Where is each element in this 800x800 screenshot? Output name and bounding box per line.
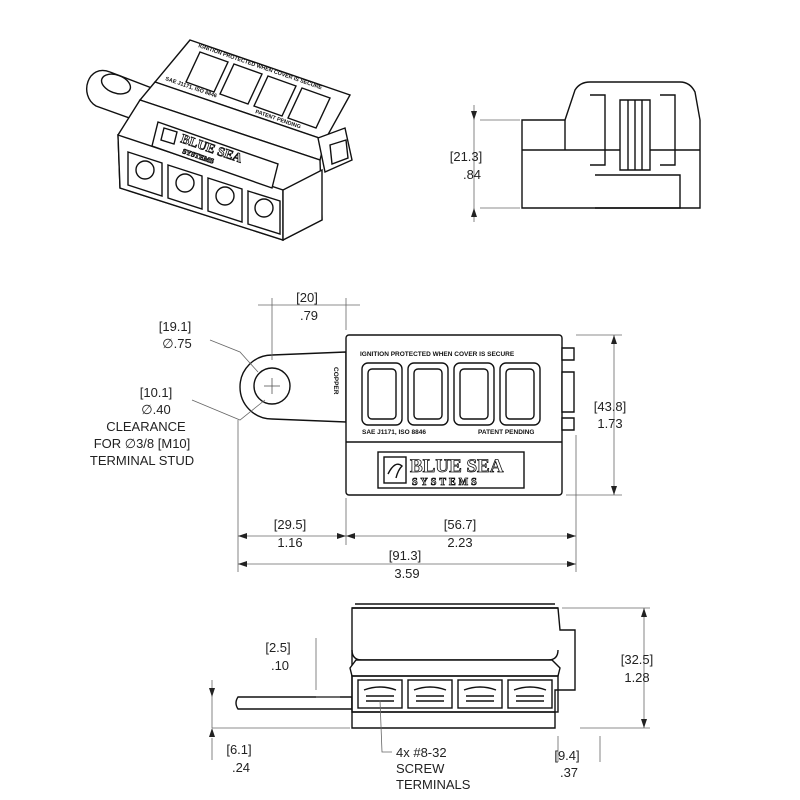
top-brand-line2: SYSTEMS [412,477,480,488]
tab-height-in: .24 [232,760,250,775]
body-length-mm: [56.7] [444,517,477,532]
clearance-label-1: CLEARANCE [106,419,186,434]
base-offset-in: .37 [560,765,578,780]
side-height-in: .84 [463,167,481,182]
clearance-label-3: TERMINAL STUD [90,453,194,468]
tab-thickness-mm: [2.5] [265,640,290,655]
top-width-mm: [43.8] [594,399,627,414]
clearance-label-2: FOR ∅3/8 [M10] [94,436,191,451]
copper-label: COPPER [332,367,339,395]
tab-thickness-in: .10 [271,658,289,673]
top-ignition-text: IGNITION PROTECTED WHEN COVER IS SECURE [360,351,515,358]
isometric-view: IGNITION PROTECTED WHEN COVER IS SECURE … [86,39,353,242]
clearance-mm: [10.1] [140,385,173,400]
base-offset-mm: [9.4] [554,748,579,763]
tab-height-mm: [6.1] [226,742,251,757]
iso-terminals [127,151,281,235]
front-view: [2.5] .10 [6.1] .24 [32.5] 1.28 [9.4] .3… [209,603,654,792]
overall-length-mm: [91.3] [389,548,422,563]
hole-offset-mm: [20] [296,290,318,305]
callout-line3: TERMINALS [396,777,471,792]
front-height-mm: [32.5] [621,652,654,667]
top-patent-text: PATENT PENDING [478,429,534,436]
side-view: [21.3] .84 [450,81,701,222]
side-height-mm: [21.3] [450,149,483,164]
top-view: COPPER IGNITION PROTECTED WHEN COVER IS … [90,290,626,581]
top-sae-text: SAE J1171, ISO 8846 [362,429,426,436]
hole-diameter-in: ∅.75 [162,336,191,351]
overall-length-in: 3.59 [394,566,419,581]
tab-length-in: 1.16 [277,535,302,550]
front-height-in: 1.28 [624,670,649,685]
tab-length-mm: [29.5] [274,517,307,532]
top-width-in: 1.73 [597,416,622,431]
clearance-in: ∅.40 [141,402,170,417]
hole-offset-in: .79 [300,308,318,323]
callout-line2: SCREW [396,761,445,776]
body-length-in: 2.23 [447,535,472,550]
hole-diameter-mm: [19.1] [159,319,192,334]
top-brand-line1: BLUE SEA [410,456,504,477]
callout-line1: 4x #8-32 [396,745,447,760]
